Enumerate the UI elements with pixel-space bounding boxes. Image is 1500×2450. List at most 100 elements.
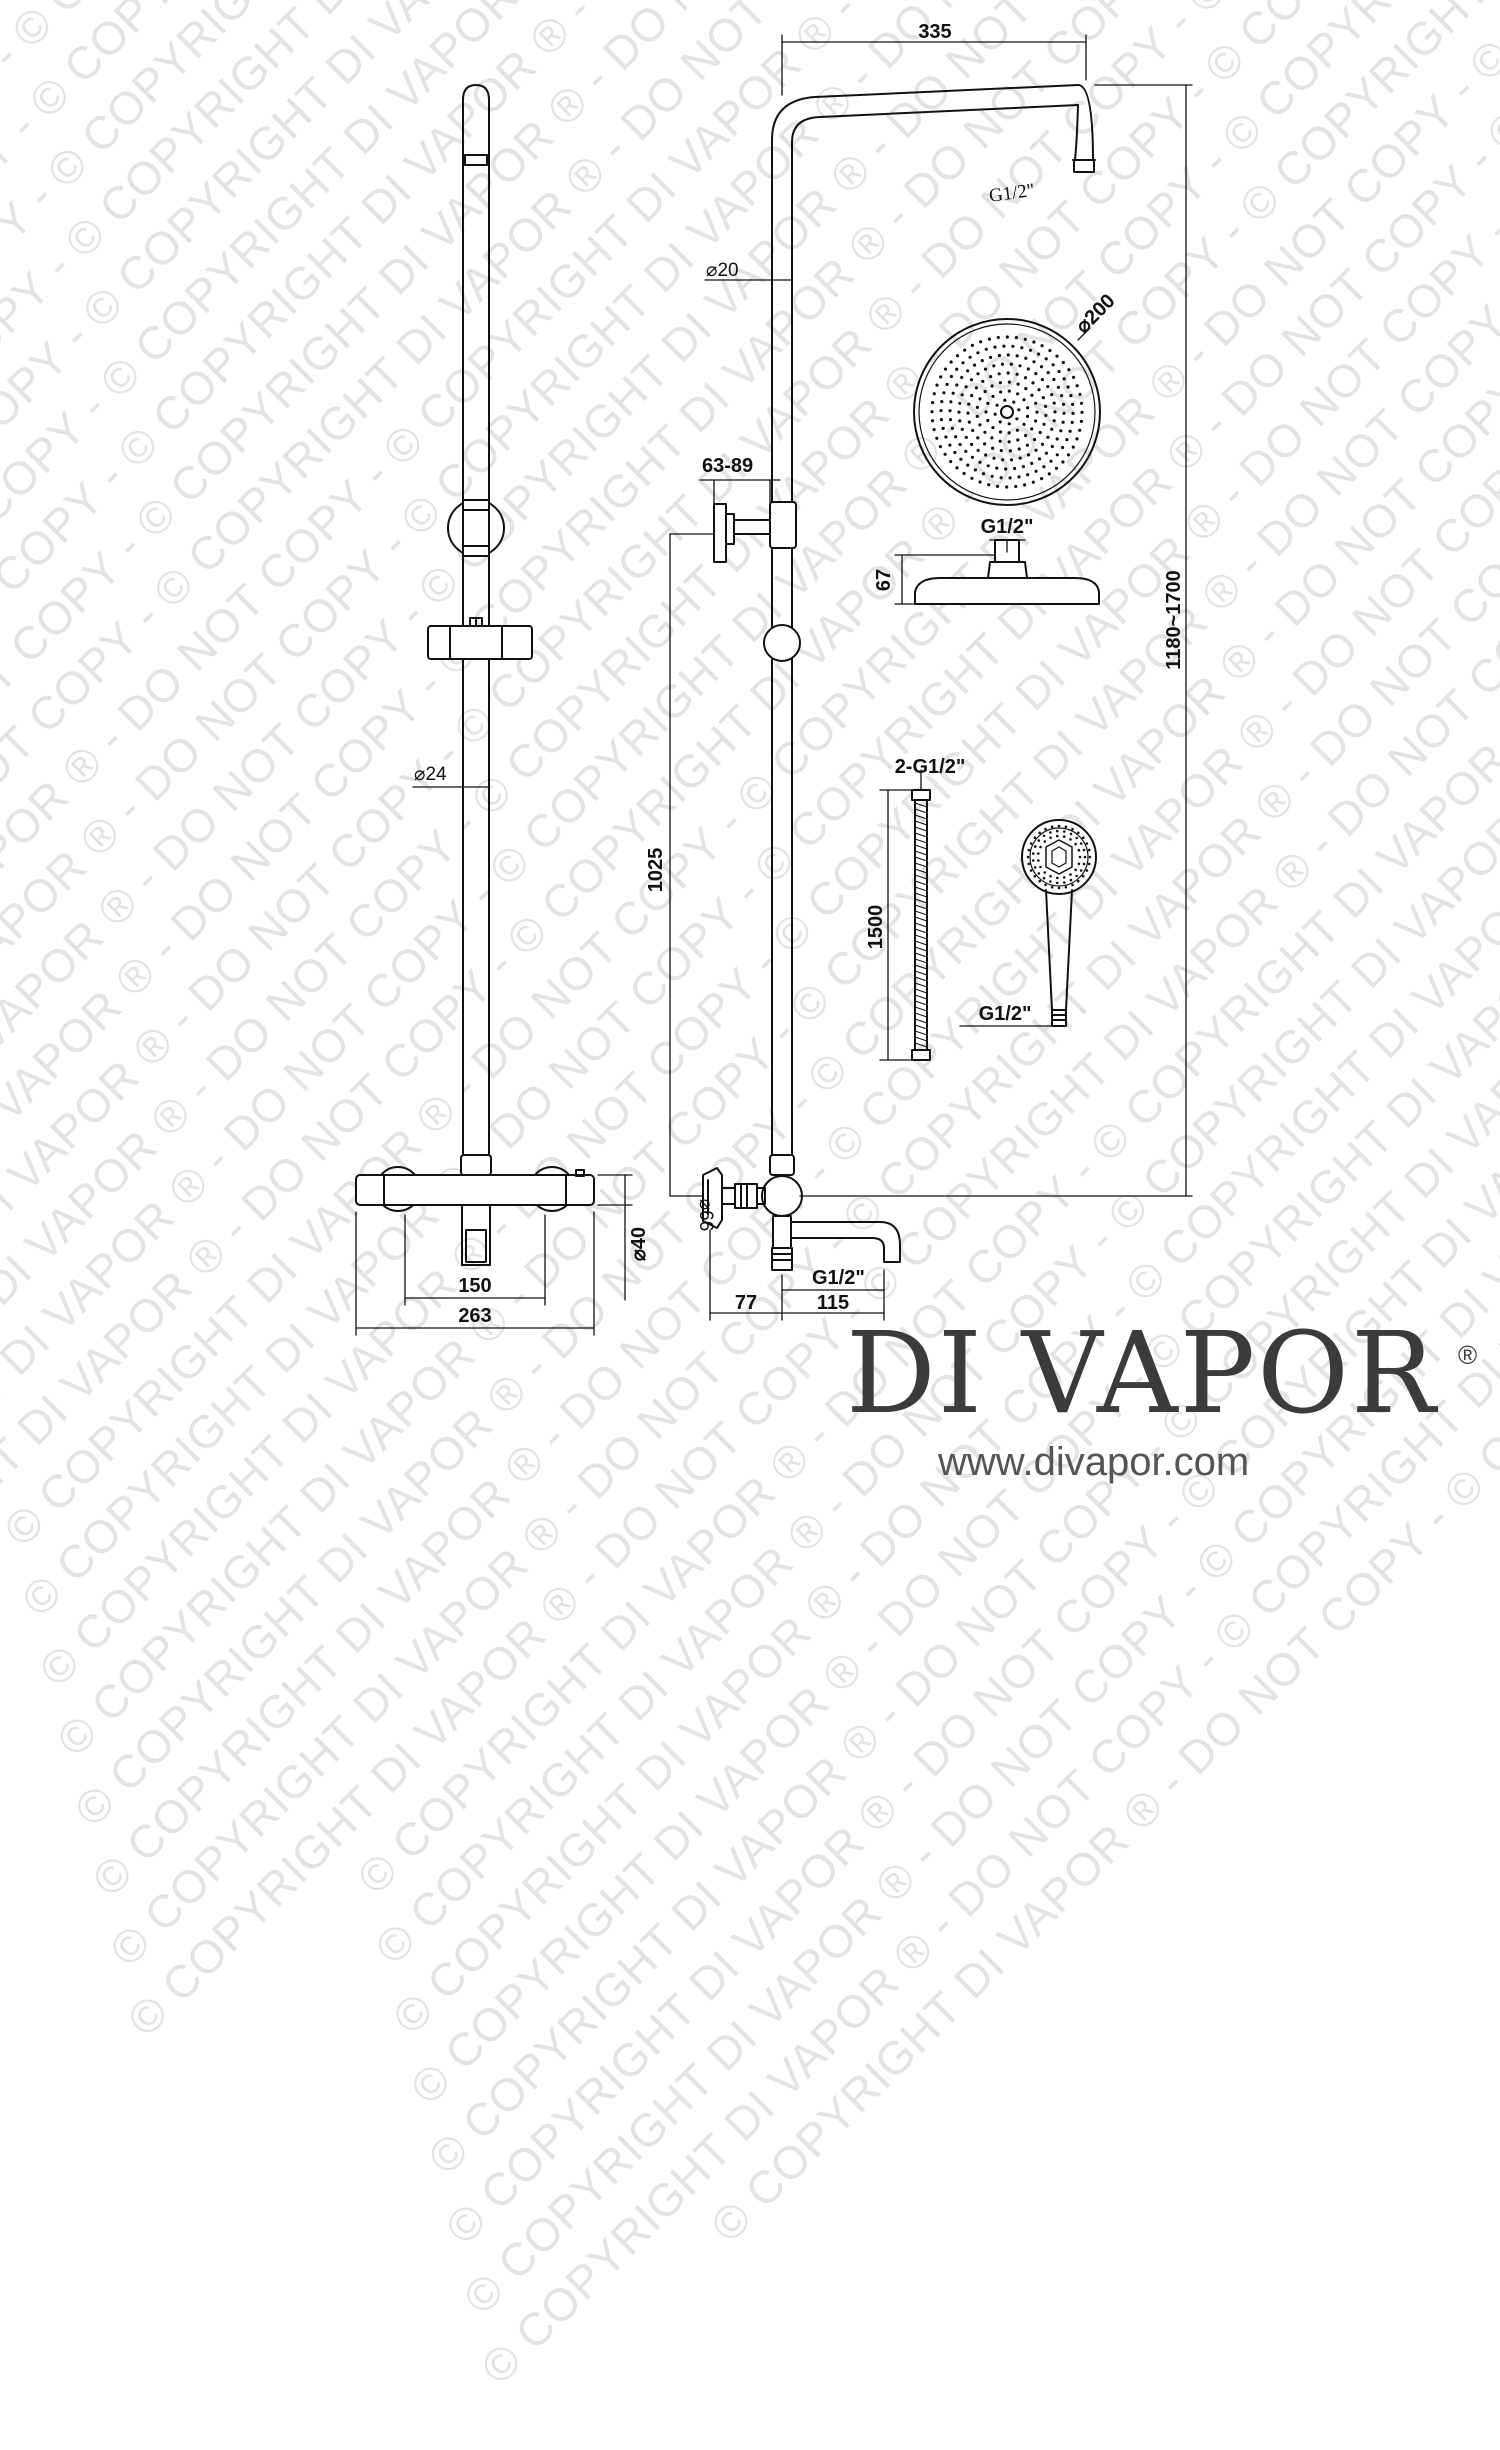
nozzle-dot: [1005, 335, 1009, 339]
nozzle-dot: [1052, 419, 1056, 423]
nozzle-dot: [1026, 453, 1031, 457]
hose-coil-segment: [914, 880, 928, 886]
nozzle-dot: [1040, 477, 1044, 481]
handset-nozzle-dot: [1062, 835, 1066, 838]
handset-nozzle-dot: [1057, 886, 1061, 890]
nozzle-dot: [1034, 419, 1038, 423]
handset-nozzle-dot: [1033, 866, 1037, 869]
nozzle-dot: [1015, 372, 1019, 376]
handset-nozzle-dot: [1064, 825, 1068, 829]
nozzle-dot: [957, 410, 961, 414]
nozzle-dot: [999, 476, 1003, 480]
handset-nozzle-dot: [1055, 829, 1059, 833]
hose-coil-segment: [914, 940, 928, 946]
nozzle-dot: [964, 385, 968, 389]
handset-nozzle-dot: [1049, 836, 1052, 840]
hose-coil-segment: [914, 898, 928, 904]
nozzle-dot: [1001, 458, 1005, 462]
shower-diameter-label: ⌀200: [1072, 290, 1120, 338]
nozzle-dot: [981, 472, 986, 476]
nozzle-dot: [993, 412, 997, 416]
nozzle-dot: [955, 367, 959, 371]
handset-nozzle-dot: [1079, 842, 1083, 845]
nozzle-dot: [989, 355, 993, 359]
nozzle-dot: [1004, 467, 1008, 471]
nozzle-dot: [974, 386, 979, 390]
handset-nozzle-dot: [1049, 874, 1052, 878]
nozzle-dot: [1032, 340, 1036, 344]
handset-nozzle-dot: [1081, 875, 1085, 878]
nozzle-dot: [1040, 442, 1045, 446]
nozzle-dot: [990, 384, 994, 388]
nozzle-dot: [987, 483, 991, 487]
handset-nozzle-dot: [1033, 845, 1037, 848]
nozzle-dot: [978, 480, 982, 484]
handset-nozzle-dot: [1044, 827, 1047, 831]
nozzle-dot: [1070, 420, 1074, 424]
handset-nozzle-dot: [1031, 859, 1035, 862]
nozzle-dot: [1061, 402, 1066, 406]
hose-coil-segment: [914, 886, 928, 892]
nozzle-dot: [983, 430, 987, 434]
nozzle-dot: [1035, 410, 1039, 414]
nozzle-dot: [1026, 406, 1030, 410]
nozzle-dot: [1007, 389, 1011, 393]
nozzle-dot: [990, 436, 994, 440]
handset-nozzle-dot: [1079, 869, 1083, 872]
nozzle-dot: [935, 383, 939, 387]
front-view: [355, 84, 633, 1336]
nozzle-dot: [955, 383, 959, 387]
hose-coil-segment: [914, 814, 928, 820]
nozzle-dot: [966, 463, 970, 467]
nozzle-dot: [949, 360, 953, 364]
handset-nozzle-dot: [1039, 865, 1042, 869]
nozzle-dot: [1006, 353, 1010, 357]
nozzle-dot: [997, 353, 1002, 358]
hose-coil-segment: [914, 844, 928, 850]
nozzle-dot: [1030, 393, 1034, 397]
nozzle-dot: [1066, 453, 1071, 457]
bracket-height-label: 1025: [645, 848, 667, 893]
handset-nozzle-dot: [1082, 862, 1086, 866]
nozzle-dot: [931, 401, 935, 405]
overall-width-label: 263: [458, 1305, 491, 1327]
nozzle-dot: [1009, 458, 1014, 462]
nozzle-dot: [998, 439, 1002, 443]
nozzle-dot: [973, 468, 978, 472]
nozzle-dot: [1023, 376, 1028, 380]
side-view: [669, 34, 1193, 1321]
brand-website[interactable]: www.divapor.com: [938, 1440, 1250, 1484]
nozzle-dot: [1055, 453, 1059, 457]
nozzle-dot: [1062, 411, 1066, 415]
nozzle-dot: [1021, 465, 1025, 469]
handset-nozzle-dot: [1075, 836, 1078, 840]
nozzle-dot: [1039, 365, 1044, 369]
overhead-shower: [894, 318, 1101, 605]
nozzle-dot: [966, 411, 970, 415]
hose-coil-segment: [914, 916, 928, 922]
handset-nozzle-dot: [1063, 881, 1066, 884]
technical-drawing: © COPYRIGHT DI VAPOR ® - DO NOT COPY - ©…: [0, 0, 1500, 2394]
nozzle-dot: [1020, 346, 1024, 350]
nozzle-dot: [1044, 404, 1048, 408]
nozzle-dot: [1015, 354, 1019, 358]
nozzle-dot: [987, 337, 992, 341]
nozzle-dot: [1034, 401, 1038, 405]
nozzle-dot: [1071, 411, 1075, 415]
nozzle-dot: [1055, 354, 1059, 358]
nozzle-dot: [964, 435, 968, 439]
nozzle-dot: [940, 400, 944, 404]
handset-nozzle-dot: [1078, 855, 1082, 859]
nozzle-dot: [966, 369, 970, 373]
nozzle-dot: [932, 428, 936, 432]
nozzle-dot: [1075, 437, 1079, 441]
hose-coil-segment: [914, 808, 928, 814]
nozzle-dot: [1022, 398, 1026, 402]
nozzle-dot: [954, 435, 958, 439]
handset-nozzle-dot: [1077, 862, 1081, 866]
nozzle-dot: [1032, 360, 1036, 364]
handset-nozzle-dot: [1050, 825, 1054, 829]
nozzle-dot: [1042, 422, 1046, 426]
nozzle-dot: [1007, 380, 1012, 384]
nozzle-dot: [967, 402, 971, 406]
